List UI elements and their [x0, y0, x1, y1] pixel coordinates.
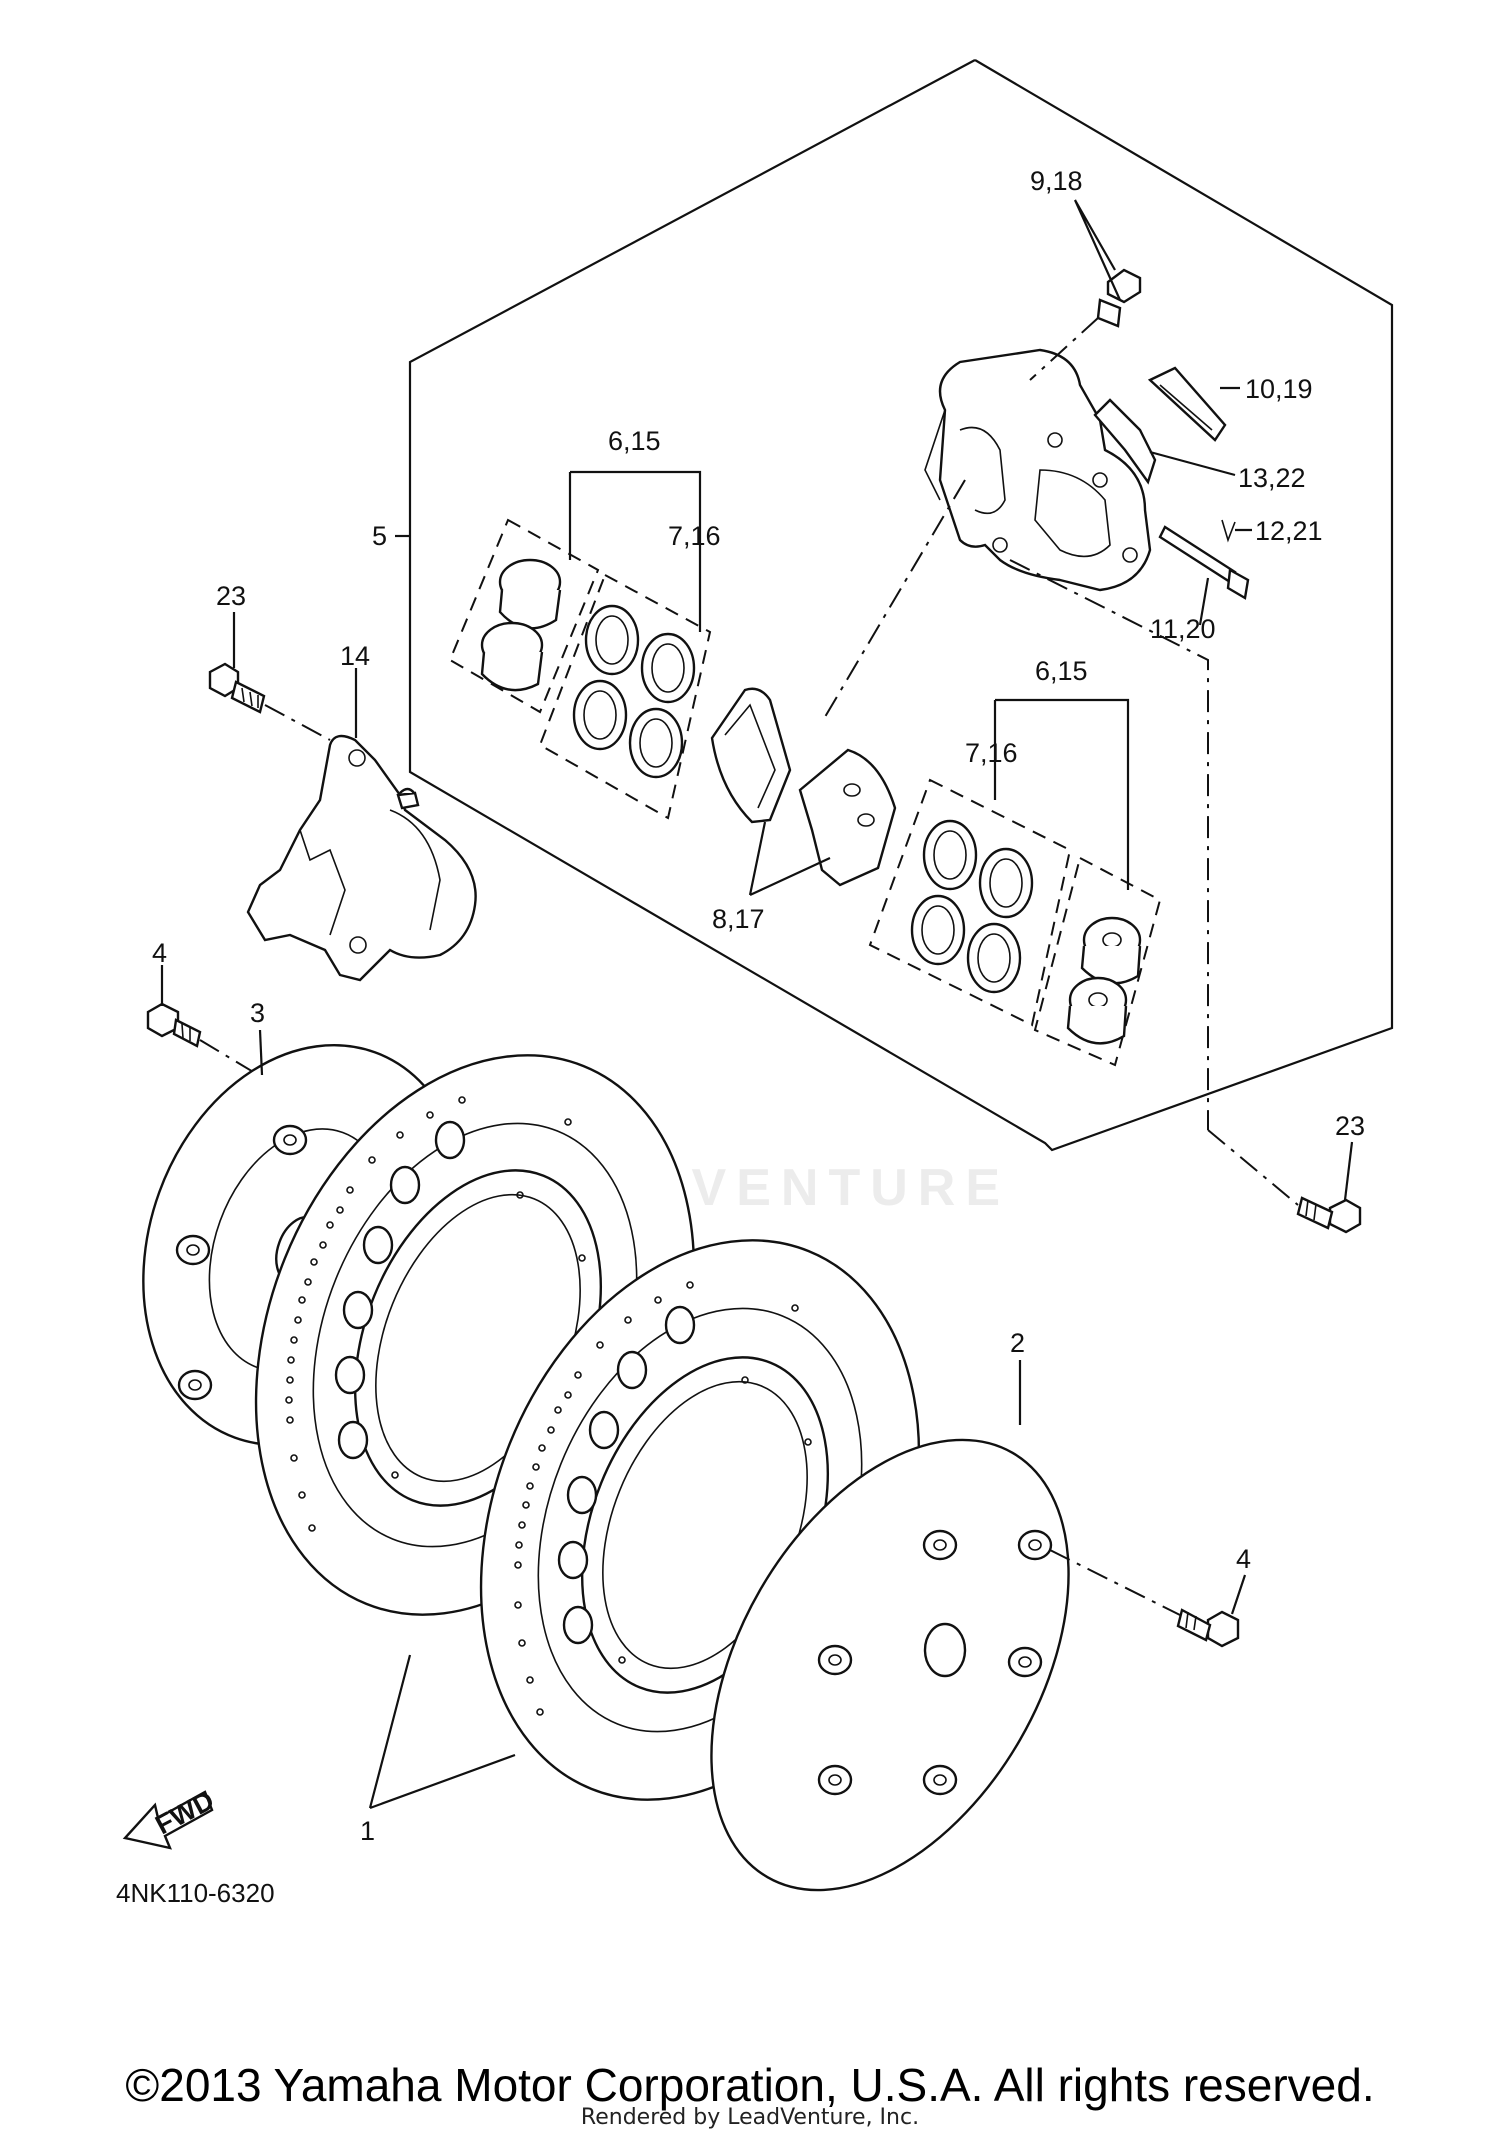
assembly-boundary: [408, 59, 1394, 1152]
disc-bolt-4-left: [146, 1002, 202, 1048]
leader-4-right: [1230, 1574, 1247, 1615]
piston-upper-1: [498, 558, 562, 630]
label-10-19: 10,19: [1245, 374, 1313, 404]
label-3: 3: [250, 998, 265, 1028]
pad-clip-13-22: [1093, 398, 1157, 485]
centerline-caliper-bolt: [1009, 559, 1209, 1130]
centerline-23-left: [264, 704, 331, 741]
centerline-4-left: [199, 1039, 271, 1083]
centerline-caliper-pad: [821, 479, 966, 723]
label-23-right: 23: [1335, 1111, 1365, 1141]
piston-kit-box-upper: [448, 518, 600, 714]
fwd-arrow-icon: [122, 1790, 214, 1850]
label-11-20: 11,20: [1150, 614, 1216, 644]
leader-1: [368, 1654, 516, 1810]
label-13-22: 13,22: [1238, 463, 1306, 493]
label-fwd: FWD: [150, 1785, 218, 1840]
seal-rings-lower: [910, 819, 1034, 994]
caliper-bolt-23-left: [208, 662, 266, 714]
piston-kit-box-lower: [1033, 856, 1162, 1067]
piston-lower-2: [1066, 976, 1128, 1045]
centerline-23-right: [1207, 1129, 1299, 1206]
label-6-15-upper: 6,15: [608, 426, 661, 456]
centerline-4-right: [1049, 1549, 1181, 1616]
piston-upper-2: [480, 621, 544, 692]
brake-pad-upper: [710, 687, 792, 824]
piston-lower-1: [1080, 916, 1142, 985]
seal-kit-box-upper: [538, 573, 712, 820]
brake-pad-lower: [798, 748, 897, 887]
diagram-code: 4NK110-6320: [116, 1878, 275, 1908]
leader-8-17: [748, 821, 831, 896]
label-6-15-lower: 6,15: [1035, 656, 1088, 686]
leader-23-right: [1343, 1141, 1354, 1201]
label-7-16-lower: 7,16: [965, 738, 1018, 768]
label-8-17: 8,17: [712, 904, 765, 934]
label-4-right: 4: [1236, 1544, 1251, 1574]
seal-kit-box-lower: [868, 778, 1072, 1027]
leader-6-15-upper: [568, 470, 702, 632]
label-5: 5: [372, 521, 387, 551]
pad-pin-11-20: [1158, 525, 1250, 626]
label-1: 1: [360, 1816, 375, 1846]
label-23-left: 23: [216, 581, 246, 611]
leader-13-22: [1149, 450, 1236, 477]
label-4-left: 4: [152, 938, 167, 968]
label-9-18: 9,18: [1030, 166, 1083, 196]
copyright-notice: ©2013 Yamaha Motor Corporation, U.S.A. A…: [125, 2059, 1375, 2111]
bleeder-screw-9-18: [1029, 199, 1142, 381]
label-12-21: 12,21: [1255, 516, 1323, 546]
caliper-14: [246, 734, 477, 982]
label-2: 2: [1010, 1328, 1025, 1358]
disc-bolt-4-right: [1176, 1608, 1240, 1648]
disc-hub-plate-2: [710, 1438, 1070, 1892]
label-14: 14: [340, 641, 370, 671]
rendered-by-notice: Rendered by LeadVenture, Inc.: [580, 2105, 920, 2130]
caliper-assembly-5: [924, 348, 1152, 592]
seal-rings-upper: [572, 604, 696, 779]
pin-clip-12-21: [1221, 519, 1252, 543]
leader-3: [258, 1029, 264, 1076]
leader-6-15-lower: [993, 698, 1130, 890]
caliper-bolt-23-right: [1296, 1196, 1362, 1234]
pad-spring-10-19: [1147, 366, 1227, 442]
label-7-16-upper: 7,16: [668, 521, 721, 551]
